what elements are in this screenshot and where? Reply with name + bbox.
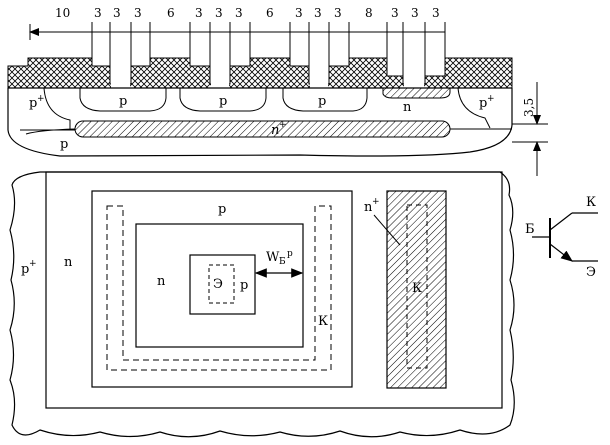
label-collector-contact: К [412, 281, 422, 296]
dim-label: 8 [365, 6, 373, 20]
buried-n-plus-layer [74, 120, 451, 138]
dim-label: 3 [215, 6, 223, 20]
dim-label: 3 [334, 6, 342, 20]
p-well [282, 88, 368, 112]
symbol-emitter-label: Э [586, 265, 596, 280]
side-dimension: 3,5 [512, 82, 548, 176]
side-dimension-label: 3,5 [522, 98, 536, 117]
transistor-symbol: Б К Э [525, 195, 598, 280]
label-base-width-sup: p [287, 249, 293, 259]
dim-label: 3 [295, 6, 303, 20]
dim-label: 3 [134, 6, 142, 20]
dim-label: 3 [432, 6, 440, 20]
label-n-inner: n [157, 274, 166, 289]
dim-label: 3 [235, 6, 243, 20]
label-p-plus-outer: p [21, 262, 29, 277]
dim-label: 6 [266, 6, 274, 20]
label-p-plus-left: p [29, 96, 37, 111]
collector-contact-window [406, 204, 428, 369]
dim-label: 3 [314, 6, 322, 20]
emitter-p-box [189, 254, 256, 315]
label-p-base: p [218, 202, 226, 217]
label-buried-n-plus-sup: + [279, 120, 287, 130]
label-n-region: n [403, 100, 412, 115]
n-region-outline [45, 171, 503, 409]
dim-label: 10 [55, 6, 70, 20]
label-emitter-p: p [240, 278, 248, 293]
label-p-well: p [318, 94, 326, 109]
dim-label: 3 [195, 6, 203, 20]
label-p-plus-left-sup: + [37, 94, 45, 104]
symbol-collector-label: К [586, 195, 596, 210]
p-plus-left-isolation [43, 87, 71, 130]
cross-section: 10 3 3 3 6 3 3 3 6 3 3 3 8 3 3 3 [7, 6, 548, 176]
label-collector: К [318, 314, 328, 329]
label-n-plus: n [364, 200, 373, 215]
emitter-contact-dashed [208, 264, 235, 304]
dim-label: 3 [113, 6, 121, 20]
wafer-body [7, 88, 513, 157]
p-plus-right-isolation [457, 87, 491, 129]
p-well [79, 88, 167, 112]
p-base-outline [91, 190, 353, 388]
label-p-well: p [119, 94, 127, 109]
label-n-plus-sup: + [372, 197, 380, 207]
dim-label: 3 [391, 6, 399, 20]
label-p-plus-right-sup: + [487, 94, 495, 104]
inner-n-outline [135, 223, 304, 348]
label-n-region: n [64, 255, 73, 270]
p-well [179, 88, 267, 112]
label-emitter: Э [213, 277, 223, 292]
symbol-base-label: Б [525, 222, 535, 237]
dim-label: 3 [411, 6, 419, 20]
dimension-labels: 10 3 3 3 6 3 3 3 6 3 3 3 8 3 3 3 [55, 6, 440, 20]
n-plus-collector-region [386, 190, 447, 389]
top-view: p + n p n Э p W Б p К К n + [9, 171, 515, 438]
label-p-plus-right: p [479, 96, 487, 111]
collector-contact-dashed [106, 205, 332, 371]
dim-label: 6 [167, 6, 175, 20]
dim-label: 3 [94, 6, 102, 20]
label-buried-n-plus: n [271, 123, 279, 138]
oxide-layer [7, 57, 513, 89]
label-substrate-p: p [60, 137, 68, 152]
label-p-plus-outer-sup: + [29, 259, 37, 269]
emitter-region [382, 87, 451, 99]
chip-outline [9, 171, 515, 438]
label-base-width: W [266, 250, 280, 265]
label-base-width-sub: Б [279, 257, 286, 267]
label-p-well: p [219, 94, 227, 109]
